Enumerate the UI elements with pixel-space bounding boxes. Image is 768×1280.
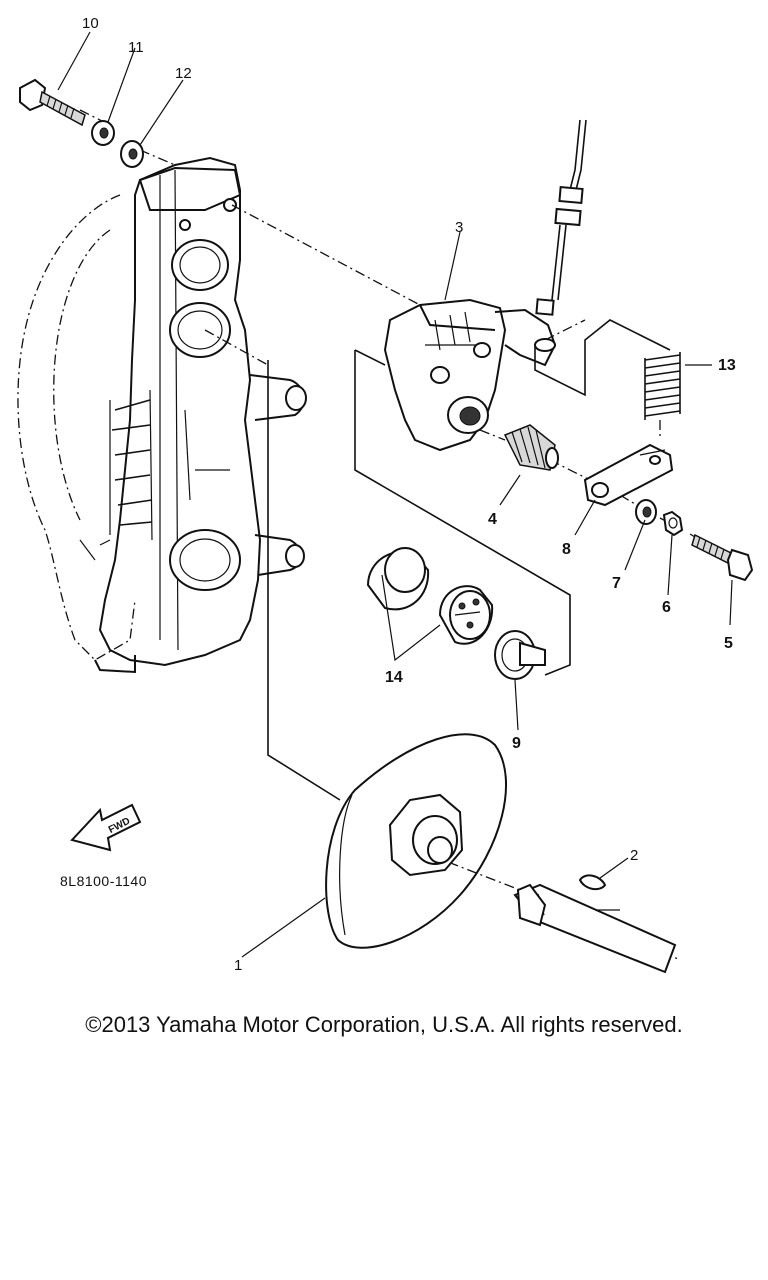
callout-14: 14 (385, 669, 403, 686)
callout-5: 5 (724, 635, 733, 652)
diagram-code: 8L8100-1140 (60, 873, 147, 889)
callout-9: 9 (512, 735, 521, 752)
callout-8: 8 (562, 541, 571, 558)
callout-11: 11 (128, 39, 144, 56)
part-1-sheave (325, 733, 507, 949)
copyright-notice: ©2013 Yamaha Motor Corporation, U.S.A. A… (85, 1012, 683, 1037)
part-10-bolt (19, 78, 86, 127)
housing-casing (17, 156, 307, 674)
callout-3: 3 (455, 219, 463, 236)
shaft (513, 883, 677, 974)
exploded-parts-diagram: 10 11 12 3 13 4 8 7 6 5 14 9 2 1 FWD 8L8… (17, 15, 754, 974)
part-11-spring-washer (91, 120, 115, 146)
callout-6: 6 (662, 599, 671, 616)
cable (535, 119, 587, 316)
fwd-arrow: FWD (70, 803, 142, 852)
part-13-spring (644, 352, 681, 420)
part-4-screw (503, 424, 559, 471)
callout-12: 12 (175, 65, 192, 82)
part-12-washer (120, 140, 144, 168)
callout-numbers: 10 11 12 3 13 4 8 7 6 5 14 9 2 1 (82, 15, 736, 974)
callout-7: 7 (612, 575, 621, 592)
part-3-holder (383, 298, 557, 452)
callout-4: 4 (488, 511, 497, 528)
callout-13: 13 (718, 357, 736, 374)
part-2-key (578, 874, 607, 891)
callout-leaders (57, 31, 733, 958)
callout-1: 1 (234, 957, 242, 974)
part-6-nut (662, 510, 684, 537)
part-9-gear (494, 630, 546, 680)
part-8-lever (583, 443, 674, 507)
part-7-washer (635, 499, 657, 525)
callout-2: 2 (630, 847, 638, 864)
part-14-caps (366, 547, 494, 645)
callout-10: 10 (82, 15, 99, 32)
part-5-bolt (691, 533, 754, 582)
